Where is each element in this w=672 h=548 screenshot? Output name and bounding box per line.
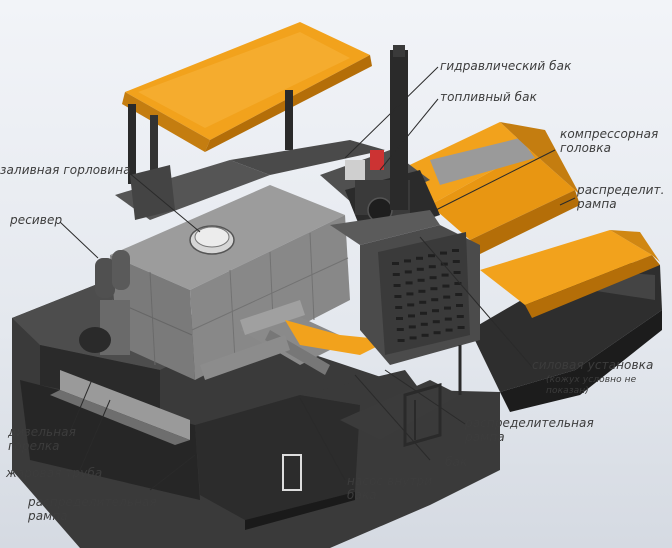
- label-power-unit-note: (кожух условно не показан): [546, 375, 636, 397]
- grille-hole: [442, 284, 450, 288]
- grille-hole: [418, 289, 426, 293]
- grille-hole: [453, 271, 461, 274]
- orange-screed-wings: [395, 122, 660, 318]
- grille-hole: [409, 336, 417, 340]
- label-power-unit-note-line-2: показан): [546, 386, 589, 396]
- grille-hole: [396, 317, 403, 320]
- grille-hole: [404, 270, 412, 274]
- label-fuel-tank: топливный бак: [440, 90, 537, 104]
- grille-hole: [454, 282, 462, 285]
- grille-hole: [455, 293, 463, 296]
- label-spreader-bar-right-line-2: рампа: [465, 430, 505, 444]
- grille-hole: [430, 287, 438, 291]
- grille-hole: [392, 262, 399, 265]
- label-pump-inside-tank-line-1: насос внутри: [347, 474, 433, 488]
- label-tank: бак: [445, 455, 468, 469]
- grille-hole: [452, 260, 460, 263]
- label-spreader-bar-right-line-1: распределительная: [465, 416, 594, 430]
- hitch-arm: [200, 300, 350, 380]
- grille-hole: [404, 259, 411, 263]
- label-power-unit: силовая установка: [532, 358, 654, 372]
- canopy: [122, 22, 372, 184]
- grille-hole: [432, 320, 440, 324]
- burner-assembly: [50, 327, 190, 445]
- grille-hole: [416, 256, 423, 260]
- label-filler-neck: заливная горловина: [0, 163, 131, 177]
- grille-hole: [428, 254, 435, 258]
- label-compressor-head-line-2: головка: [560, 141, 612, 155]
- grille-hole: [417, 278, 425, 282]
- grille-hole: [421, 333, 429, 337]
- grille-hole: [440, 251, 447, 255]
- label-spreader-line-1: распределит.: [577, 183, 665, 197]
- grille-hole: [457, 326, 465, 329]
- label-diesel-burner-line-1: дизельная: [8, 425, 76, 439]
- leader-lines: [59, 66, 576, 491]
- grille-hole: [432, 309, 439, 313]
- label-spreader-bar-right: распределительная рампа: [465, 416, 594, 444]
- grille-hole: [443, 295, 451, 299]
- grille-hole: [394, 295, 402, 298]
- grille-hole: [444, 306, 451, 310]
- grille-hole: [456, 315, 464, 318]
- grille-hole: [406, 292, 414, 296]
- label-diesel-burner: дизельная горелка: [8, 425, 76, 453]
- label-spreader-line-2: рампа: [577, 197, 617, 211]
- grille-hole: [392, 273, 400, 276]
- grille-hole: [397, 339, 405, 342]
- label-power-unit-note-line-1: (кожух условно не: [546, 375, 637, 385]
- grille-hole: [395, 306, 403, 309]
- grille-hole: [408, 325, 416, 329]
- label-pump-inside-tank: насос внутри бака: [347, 474, 432, 502]
- grille-hole: [452, 249, 459, 252]
- label-diesel-burner-line-2: горелка: [8, 439, 60, 453]
- label-spreader-bar-left: распределительная рампа: [28, 495, 157, 523]
- grille-hole: [416, 267, 424, 271]
- grille-hole: [407, 303, 415, 307]
- label-receiver: ресивер: [10, 213, 63, 227]
- grille-hole: [428, 265, 436, 269]
- label-spreader: распределит. рампа: [577, 183, 665, 211]
- filler-neck: [189, 225, 235, 255]
- radiator-grille-holes: [392, 249, 465, 342]
- grille-hole: [429, 276, 437, 280]
- grille-hole: [444, 317, 452, 321]
- front-orange-plate: [285, 320, 390, 355]
- grille-hole: [405, 281, 413, 285]
- label-hydraulic-tank: гидравлический бак: [440, 59, 572, 73]
- label-compressor-head-line-1: компрессорная: [560, 127, 659, 141]
- exhaust-stack: [390, 45, 408, 210]
- operator-area: [115, 140, 385, 220]
- grille-hole: [440, 262, 448, 266]
- grille-hole: [441, 273, 449, 277]
- grille-hole: [408, 314, 415, 318]
- side-ladder: [403, 345, 462, 447]
- grille-hole: [420, 322, 428, 326]
- grille-hole: [420, 311, 427, 315]
- label-flame-tube: жаровая труба: [6, 466, 103, 480]
- grille-hole: [456, 304, 463, 307]
- grille-hole: [433, 331, 441, 335]
- label-compressor-head: компрессорная головка: [560, 127, 658, 155]
- grille-hole: [419, 300, 427, 304]
- label-pump-inside-tank-line-2: бака: [347, 488, 377, 502]
- label-spreader-bar-left-line-2: рампа: [28, 509, 68, 523]
- grille-hole: [431, 298, 439, 302]
- label-spreader-bar-left-line-1: распределительная: [28, 495, 157, 509]
- grille-hole: [396, 328, 404, 331]
- tank-step: [282, 454, 302, 491]
- grille-hole: [445, 328, 453, 332]
- grille-hole: [393, 284, 401, 287]
